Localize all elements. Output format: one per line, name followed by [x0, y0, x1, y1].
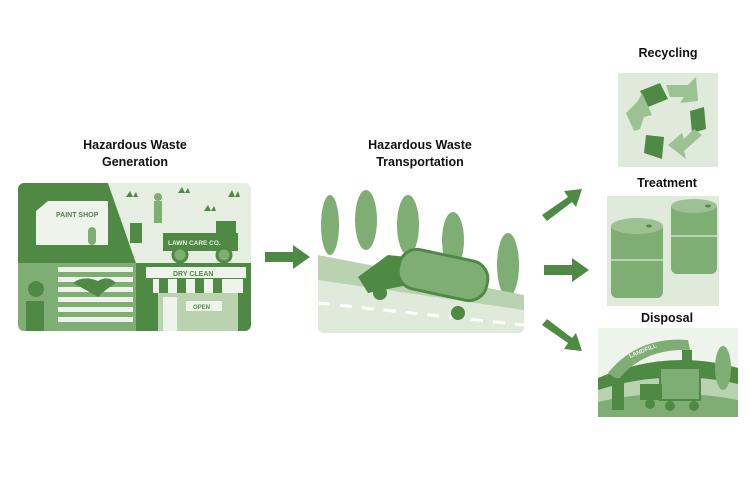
transportation-illustration [318, 185, 524, 333]
disposal-illustration: LANDFILL [598, 328, 738, 417]
lawn-care-sign: LAWN CARE CO. [168, 240, 221, 247]
recycling-illustration [618, 73, 718, 167]
recycle-icon [618, 73, 718, 167]
transportation-title-line1: Hazardous Waste [368, 138, 472, 152]
generation-illustration: PAINT SHOP LAWN CARE CO. DRY CLEAN OPEN [18, 183, 251, 331]
barrels-icon [607, 196, 719, 306]
treatment-title: Treatment [637, 176, 697, 190]
treatment-illustration [607, 196, 719, 306]
generation-title-line1: Hazardous Waste [83, 138, 187, 152]
generation-title: Hazardous Waste Generation [40, 137, 230, 171]
arrow-down-right-icon [542, 319, 582, 351]
paint-shop-sign: PAINT SHOP [56, 212, 99, 219]
arrow-up-right-icon [542, 189, 582, 221]
open-sign: OPEN [193, 305, 210, 311]
recycling-title: Recycling [638, 46, 698, 60]
arrow-right-icon [265, 245, 310, 269]
disposal-title: Disposal [640, 311, 694, 325]
arrow-right-icon [544, 258, 589, 282]
transportation-title-line2: Transportation [376, 155, 464, 169]
generation-title-line2: Generation [102, 155, 168, 169]
dry-clean-sign: DRY CLEAN [173, 271, 213, 278]
transportation-title: Hazardous Waste Transportation [330, 137, 510, 171]
